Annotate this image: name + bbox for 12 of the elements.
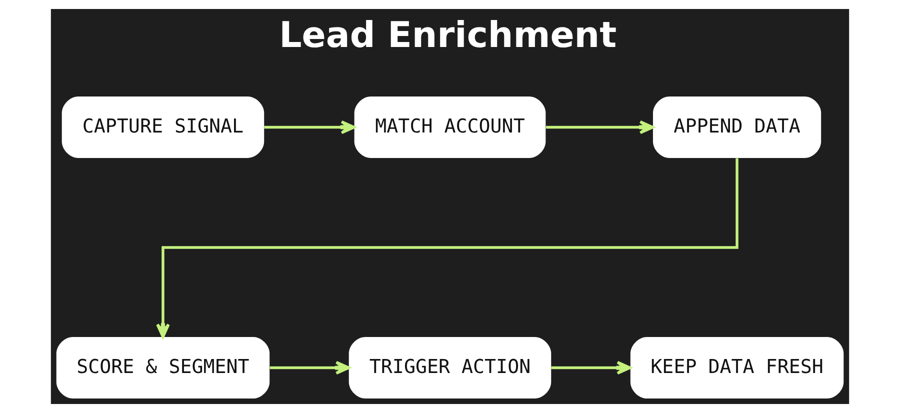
node-box: CAPTURE SIGNAL: [62, 96, 264, 158]
arrow: [156, 158, 738, 338]
node-box: TRIGGER ACTION: [348, 336, 552, 398]
node-box: SCORE & SEGMENT: [56, 336, 270, 398]
node-box: MATCH ACCOUNT: [354, 96, 546, 158]
arrow: [270, 360, 350, 374]
node-box: KEEP DATA FRESH: [630, 336, 844, 398]
arrow: [264, 120, 356, 134]
arrow: [551, 360, 632, 374]
arrow: [546, 120, 654, 134]
diagram-title: Lead Enrichment: [279, 14, 617, 56]
node-box: APPEND DATA: [652, 96, 822, 158]
